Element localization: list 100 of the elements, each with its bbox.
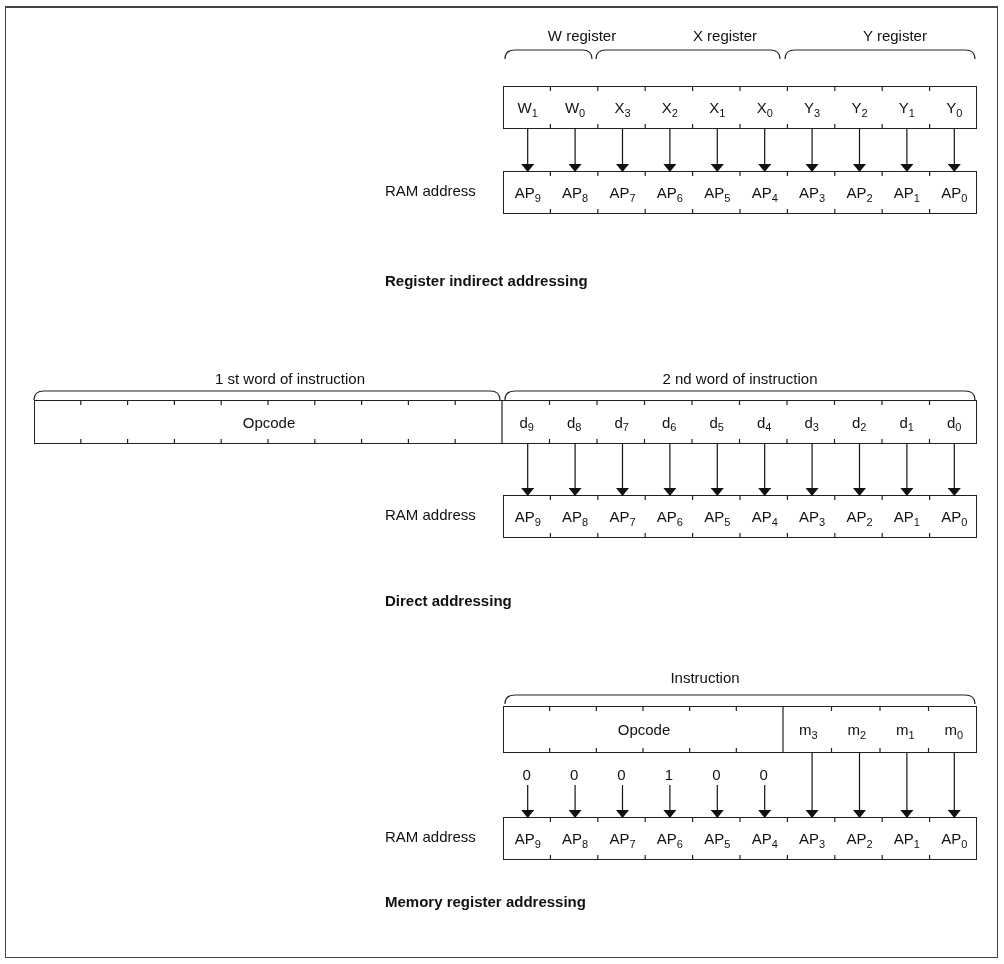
bit-label: d$_{8}$ <box>550 401 598 443</box>
bit-label: AP$_{4}$ <box>741 496 789 537</box>
arrow <box>758 784 772 819</box>
arrow <box>900 751 914 819</box>
bit-label: X$_{3}$ <box>598 87 647 128</box>
arrow <box>758 442 772 497</box>
figure-caption: Direct addressing <box>385 592 512 609</box>
register-row <box>503 817 977 860</box>
bit-label: AP$_{8}$ <box>551 172 599 213</box>
bit-label: Y$_{3}$ <box>788 87 836 128</box>
arrow <box>521 127 535 173</box>
field-label: Opcode <box>504 707 784 752</box>
field-label: 1 st word of instruction <box>213 370 367 387</box>
arrow <box>900 442 914 497</box>
arrow <box>710 784 724 819</box>
bit-label: AP$_{0}$ <box>930 172 978 213</box>
arrow <box>805 751 819 819</box>
bit-label: m$_{0}$ <box>929 707 978 752</box>
arrow <box>900 127 914 173</box>
bit-label: AP$_{9}$ <box>504 172 552 213</box>
bit-label: AP$_{9}$ <box>504 496 552 537</box>
bit-label: AP$_{3}$ <box>788 818 836 859</box>
bit-label: AP$_{9}$ <box>504 818 552 859</box>
arrow <box>758 127 772 173</box>
bit-label: AP$_{7}$ <box>598 818 647 859</box>
arrow <box>947 751 961 819</box>
bit-label: AP$_{6}$ <box>646 172 694 213</box>
field-label: Y register <box>862 27 928 44</box>
bit-label: AP$_{0}$ <box>930 496 978 537</box>
bit-label: d$_{4}$ <box>740 401 788 443</box>
bit-value: 0 <box>615 766 628 783</box>
bit-label: AP$_{3}$ <box>788 496 836 537</box>
arrow <box>805 127 819 173</box>
bit-label: d$_{6}$ <box>645 401 693 443</box>
arrow <box>853 751 866 819</box>
bit-label: Y$_{1}$ <box>883 87 931 128</box>
bit-label: AP$_{5}$ <box>693 818 741 859</box>
bit-value: 0 <box>710 766 723 783</box>
bit-label: d$_{1}$ <box>883 401 931 443</box>
bit-label: Y$_{0}$ <box>930 87 978 128</box>
bit-label: AP$_{8}$ <box>551 496 599 537</box>
bit-label: AP$_{0}$ <box>930 818 978 859</box>
bit-label: d$_{0}$ <box>930 401 978 443</box>
bit-label: d$_{5}$ <box>693 401 741 443</box>
bit-label: W$_{0}$ <box>551 87 599 128</box>
arrow <box>710 442 724 497</box>
bit-label: m$_{3}$ <box>784 707 833 752</box>
arrow <box>853 127 866 173</box>
figure-caption: Memory register addressing <box>385 893 586 910</box>
arrow <box>616 442 629 497</box>
bit-label: AP$_{4}$ <box>741 172 789 213</box>
register-row <box>503 171 977 214</box>
bit-label: AP$_{2}$ <box>835 496 884 537</box>
arrow <box>568 127 582 173</box>
bit-label: AP$_{2}$ <box>835 172 884 213</box>
bit-label: AP$_{1}$ <box>883 496 931 537</box>
bit-value: 0 <box>568 766 581 783</box>
bit-value: 1 <box>662 766 675 783</box>
bit-label: Y$_{2}$ <box>835 87 884 128</box>
field-label: Opcode <box>35 401 503 443</box>
bit-label: m$_{1}$ <box>881 707 930 752</box>
arrow <box>568 784 582 819</box>
bit-label: d$_{7}$ <box>598 401 646 443</box>
register-row <box>503 495 977 538</box>
bit-label: d$_{9}$ <box>503 401 551 443</box>
bit-label: X$_{0}$ <box>741 87 789 128</box>
register-row <box>503 706 977 753</box>
bit-label: AP$_{5}$ <box>693 496 741 537</box>
field-label: W register <box>546 27 618 44</box>
bit-label: AP$_{7}$ <box>598 172 647 213</box>
bit-label: AP$_{1}$ <box>883 818 931 859</box>
bit-label: AP$_{6}$ <box>646 818 694 859</box>
arrow <box>521 442 535 497</box>
bit-label: AP$_{5}$ <box>693 172 741 213</box>
arrow <box>805 442 819 497</box>
bit-label: AP$_{6}$ <box>646 496 694 537</box>
arrow <box>616 127 629 173</box>
field-label: Instruction <box>669 669 741 686</box>
bit-label: X$_{1}$ <box>693 87 741 128</box>
bit-label: W$_{1}$ <box>504 87 552 128</box>
arrow <box>947 442 961 497</box>
arrow <box>616 784 629 819</box>
row-label: RAM address <box>385 506 476 523</box>
arrow <box>663 127 677 173</box>
field-label: 2 nd word of instruction <box>661 370 819 387</box>
arrow <box>568 442 582 497</box>
arrow <box>521 784 535 819</box>
bit-label: AP$_{2}$ <box>835 818 884 859</box>
row-label: RAM address <box>385 828 476 845</box>
bit-label: AP$_{8}$ <box>551 818 599 859</box>
bit-label: AP$_{7}$ <box>598 496 647 537</box>
arrow <box>947 127 961 173</box>
bit-label: d$_{2}$ <box>835 401 883 443</box>
bit-label: AP$_{4}$ <box>741 818 789 859</box>
bit-value: 0 <box>520 766 533 783</box>
bit-label: AP$_{3}$ <box>788 172 836 213</box>
row-label: RAM address <box>385 182 476 199</box>
figure-caption: Register indirect addressing <box>385 272 588 289</box>
bit-label: m$_{2}$ <box>832 707 881 752</box>
bit-label: d$_{3}$ <box>788 401 836 443</box>
